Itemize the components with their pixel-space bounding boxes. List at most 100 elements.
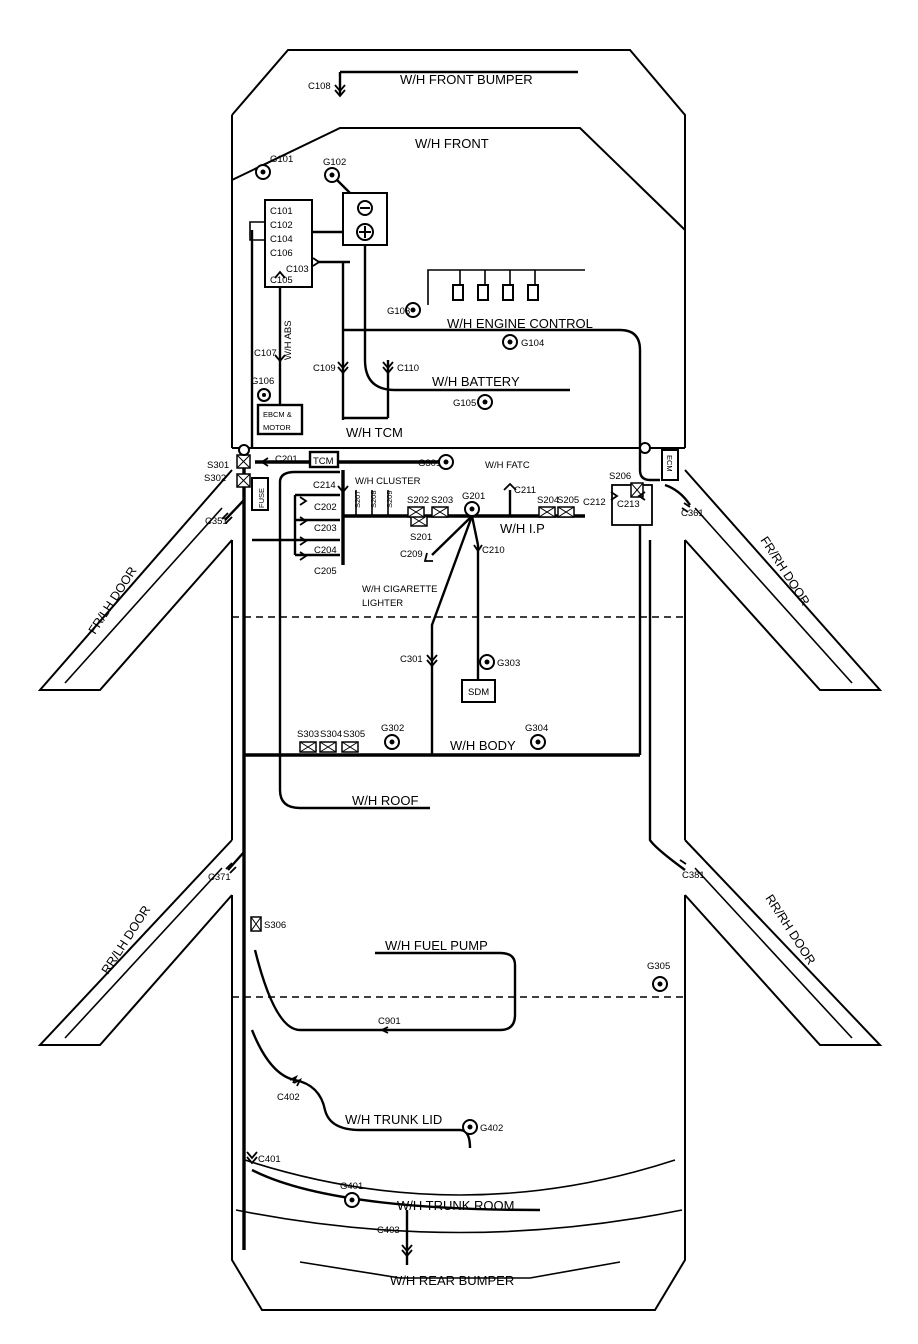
connector-label-c403: C403: [377, 1225, 400, 1236]
ground-icon-g103: [405, 302, 421, 318]
ground-icon-g102: [324, 167, 340, 183]
ground-icon-g104: [502, 334, 518, 350]
ebcm-label: EBCM &: [263, 410, 292, 419]
splice-boxes: [236, 454, 644, 932]
tcm-label: TCM: [313, 456, 334, 467]
connector-label-c212: C212: [583, 497, 606, 508]
splice-label-s303: S303: [297, 729, 319, 740]
connector-label-c211: C211: [514, 485, 536, 496]
ground-icon-ecm-junction: [639, 442, 651, 454]
connector-labels: C108 C103 C107 C109 C110 C201 C214 C202 …: [205, 81, 705, 1236]
ground-icon-g105: [477, 394, 493, 410]
connector-label-c351: C351: [205, 516, 228, 527]
door-inner-lines: [64, 507, 853, 1039]
connector-label-c214: C214: [313, 480, 336, 491]
relay-box-side-bracket: [249, 221, 265, 241]
connector-label-c203: C203: [314, 523, 337, 534]
ground-label-g102: G102: [323, 157, 346, 168]
door-label-rr-lh: RR/LH DOOR: [99, 903, 153, 976]
ground-label-g104: G104: [521, 338, 544, 349]
ebcm-motor-box: [256, 403, 304, 436]
ground-label-g201: G201: [462, 491, 485, 502]
ground-icon-s301-junction: [238, 444, 250, 456]
vehicle-body-outline: [37, 49, 883, 1311]
splice-label-s209: S209: [385, 490, 394, 508]
door-label-fr-lh: FR/LH DOOR: [86, 564, 140, 636]
fuse-label: FUSE: [257, 488, 266, 508]
relay-box: [264, 199, 313, 288]
connector-label-c213: C213: [617, 499, 640, 510]
harness-label-battery: W/H BATTERY: [432, 374, 520, 389]
splice-label-s202: S202: [407, 495, 429, 506]
ecm-label: ECM: [665, 455, 674, 472]
harness-label-roof: W/H ROOF: [352, 793, 418, 808]
ground-icon-g302: [384, 734, 400, 750]
tcm-box: [308, 450, 340, 469]
splice-label-s208: S208: [369, 490, 378, 508]
ground-icon-g305: [652, 976, 668, 992]
connector-label-c106: C106: [270, 248, 293, 259]
sdm-box: [461, 679, 496, 703]
ground-label-g101: G101: [270, 154, 293, 165]
harness-label-fuel-pump: W/H FUEL PUMP: [385, 938, 488, 953]
harness-label-front-bumper: W/H FRONT BUMPER: [400, 72, 533, 87]
harness-label-engine-control: W/H ENGINE CONTROL: [447, 316, 593, 331]
connector-label-c901: C901: [378, 1016, 401, 1027]
splice-label-s301: S301: [207, 460, 229, 471]
ground-label-g304: G304: [525, 723, 548, 734]
ground-icon-g303: [479, 654, 495, 670]
connector-label-c105: C105: [270, 275, 293, 286]
ground-icon-g401: [344, 1192, 360, 1208]
ground-icon-g101: [255, 164, 271, 180]
connector-label-c201: C201: [275, 454, 298, 465]
ground-icon-g402: [462, 1119, 478, 1135]
ground-label-g302: G302: [381, 723, 404, 734]
connector-label-c210: C210: [482, 545, 505, 556]
splice-label-s304: S304: [320, 729, 342, 740]
splice-labels: S201 S202 S203 S204 S205 S206 S301 S302 …: [204, 460, 631, 931]
connector-label-c209: C209: [400, 549, 423, 560]
connector-label-c381: C381: [682, 870, 705, 881]
connector-label-c401: C401: [258, 1154, 281, 1165]
connector-label-c108: C108: [308, 81, 331, 92]
splice-label-s206: S206: [609, 471, 631, 482]
ground-label-g301: G301: [418, 458, 441, 469]
splice-label-s207: S207: [353, 490, 362, 508]
connector-label-c361: C361: [681, 508, 704, 519]
ground-label-g303: G303: [497, 658, 520, 669]
ground-icon-g106: [257, 388, 271, 402]
harness-label-trunk-room: W/H TRUNK ROOM: [397, 1198, 514, 1213]
splice-label-s203: S203: [431, 495, 453, 506]
connector-label-c103: C103: [286, 264, 309, 275]
ground-symbols: [238, 164, 668, 1208]
splice-label-s205: S205: [557, 495, 579, 506]
fuse-box: [251, 477, 269, 511]
ground-label-g105: G105: [453, 398, 476, 409]
harness-label-trunk-lid: W/H TRUNK LID: [345, 1112, 442, 1127]
connector-label-c107: C107: [254, 348, 277, 359]
ground-label-g401: G401: [340, 1181, 363, 1192]
ground-label-g305: G305: [647, 961, 670, 972]
harness-label-cigarette-line1: W/H CIGARETTE: [362, 584, 437, 595]
splice-label-s201: S201: [410, 532, 432, 543]
connector-label-c202: C202: [314, 502, 337, 513]
ground-icon-g301: [438, 454, 454, 470]
motor-label: MOTOR: [263, 423, 291, 432]
connector-label-c109: C109: [313, 363, 336, 374]
connector-label-c110: C110: [397, 363, 419, 374]
harness-label-cigarette-line2: LIGHTER: [362, 598, 403, 609]
harness-label-tcm: W/H TCM: [346, 425, 403, 440]
ground-label-g402: G402: [480, 1123, 503, 1134]
ground-label-g103: G103: [387, 306, 410, 317]
harness-label-abs: W/H ABS: [283, 320, 294, 360]
connector-label-c301: C301: [400, 654, 423, 665]
connector-label-c102: C102: [270, 220, 293, 231]
harness-label-fatc: W/H FATC: [485, 460, 530, 471]
splice-label-s204: S204: [537, 495, 559, 506]
splice-label-s305: S305: [343, 729, 365, 740]
splice-label-s306: S306: [264, 920, 286, 931]
ground-label-g106: G106: [251, 376, 274, 387]
connector-arrow-icons: [221, 84, 691, 1258]
splice-label-s302: S302: [204, 473, 226, 484]
